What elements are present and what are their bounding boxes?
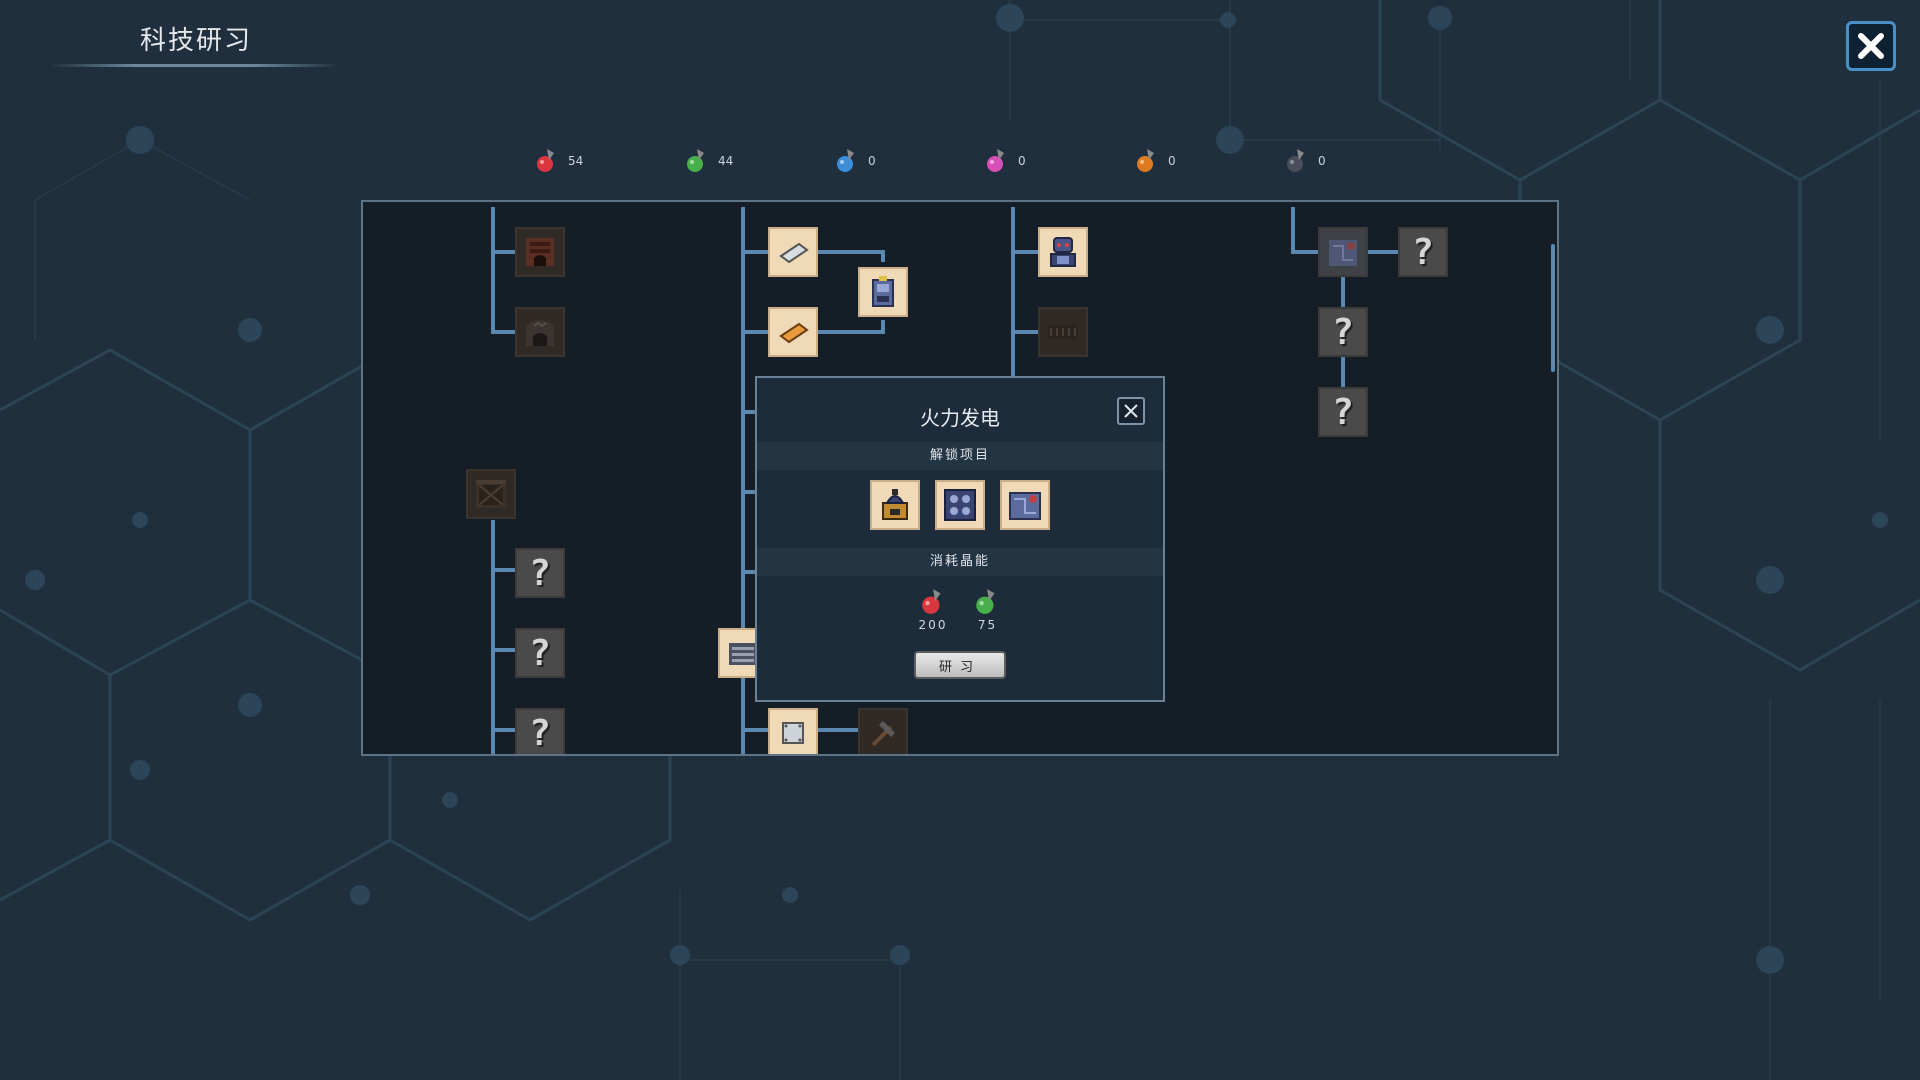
tech-tree-lines (491, 207, 1413, 754)
tech-node-generator[interactable] (1318, 227, 1368, 277)
tech-node-stone-furnace[interactable] (515, 307, 565, 357)
resource-green-count: 44 (718, 154, 734, 168)
resource-orange-count: 0 (1168, 154, 1176, 168)
tech-node-crate[interactable] (466, 469, 516, 519)
tech-node-iron-gear[interactable] (768, 708, 818, 754)
lab-machine-icon (729, 643, 757, 665)
resource-orange: 0 (1134, 148, 1176, 174)
generator-machine-icon (1009, 492, 1041, 520)
tech-node-unknown[interactable]: ? (1318, 307, 1368, 357)
pink-flask-icon (987, 149, 1004, 172)
tech-node-unknown[interactable]: ? (515, 628, 565, 678)
resource-bar: 54 44 0 0 0 0 (0, 148, 1920, 178)
cost-red: 200 (919, 588, 948, 632)
tech-node-assembler[interactable] (858, 267, 908, 317)
orange-flask-icon (1137, 149, 1154, 172)
unlock-section-header: 解锁项目 (757, 442, 1163, 470)
green-flask-icon (687, 149, 704, 172)
red-flask-icon (922, 589, 941, 614)
cost-list: 200 75 (757, 588, 1163, 632)
resource-blue-count: 0 (868, 154, 876, 168)
tech-node-unknown[interactable]: ? (515, 548, 565, 598)
resource-gray: 0 (1284, 148, 1326, 174)
popup-title: 火力发电 (920, 406, 1000, 430)
unknown-icon: ? (1332, 311, 1354, 353)
tech-node-unknown[interactable]: ? (1398, 227, 1448, 277)
stone-furnace-icon (526, 320, 554, 346)
unlock-items-list (757, 480, 1163, 530)
research-button[interactable]: 研习 (914, 651, 1006, 679)
cost-section-header: 消耗晶能 (757, 548, 1163, 576)
unlock-item-power-station[interactable] (1000, 480, 1050, 530)
unknown-icon: ? (529, 712, 551, 754)
resource-blue: 0 (834, 148, 876, 174)
resource-red: 54 (534, 148, 583, 174)
tech-node-conveyor[interactable] (1038, 307, 1088, 357)
generator-machine-icon (1329, 240, 1357, 266)
tree-scrollbar[interactable] (1551, 244, 1555, 372)
iron-plate-icon (779, 242, 809, 264)
conveyor-icon (1048, 325, 1078, 339)
tech-node-unknown[interactable]: ? (515, 708, 565, 754)
tech-node-robot[interactable] (1038, 227, 1088, 277)
hammer-icon (871, 721, 895, 747)
resource-red-count: 54 (568, 154, 584, 168)
unlock-item-boiler[interactable] (870, 480, 920, 530)
close-icon (1858, 33, 1884, 59)
tech-node-iron-plate[interactable] (768, 227, 818, 277)
resource-gray-count: 0 (1318, 154, 1326, 168)
unknown-icon: ? (529, 552, 551, 594)
close-button[interactable] (1846, 21, 1896, 71)
boiler-machine-icon (882, 489, 908, 520)
cost-green: 75 (973, 588, 1001, 632)
unlock-item-steam-engine[interactable] (935, 480, 985, 530)
copper-plate-icon (779, 322, 809, 344)
cost-green-amount: 75 (977, 618, 998, 632)
crate-icon (476, 480, 506, 508)
tech-node-furnace[interactable] (515, 227, 565, 277)
resource-pink-count: 0 (1018, 154, 1026, 168)
blue-flask-icon (837, 149, 854, 172)
assembler-machine-icon (872, 276, 894, 307)
green-flask-icon (976, 589, 995, 614)
robot-machine-icon (1050, 237, 1076, 267)
tech-detail-popup: 火力发电 解锁项目 消耗晶能 200 75 研习 (755, 376, 1165, 702)
tech-node-pickaxe[interactable] (858, 708, 908, 754)
resource-green: 44 (684, 148, 733, 174)
unknown-icon: ? (1332, 391, 1354, 433)
grid-machine-icon (944, 489, 976, 521)
gray-flask-icon (1287, 149, 1304, 172)
unknown-icon: ? (529, 632, 551, 674)
tech-node-copper-plate[interactable] (768, 307, 818, 357)
popup-close-button[interactable] (1117, 397, 1145, 425)
page-title: 科技研习 (140, 26, 253, 56)
resource-pink: 0 (984, 148, 1026, 174)
brick-furnace-icon (526, 238, 554, 266)
metal-block-icon (782, 722, 804, 744)
cost-red-amount: 200 (918, 618, 948, 632)
unknown-icon: ? (1412, 231, 1434, 273)
close-icon (1124, 404, 1138, 418)
title-underline (50, 64, 340, 67)
tech-node-unknown[interactable]: ? (1318, 387, 1368, 437)
red-flask-icon (537, 149, 554, 172)
